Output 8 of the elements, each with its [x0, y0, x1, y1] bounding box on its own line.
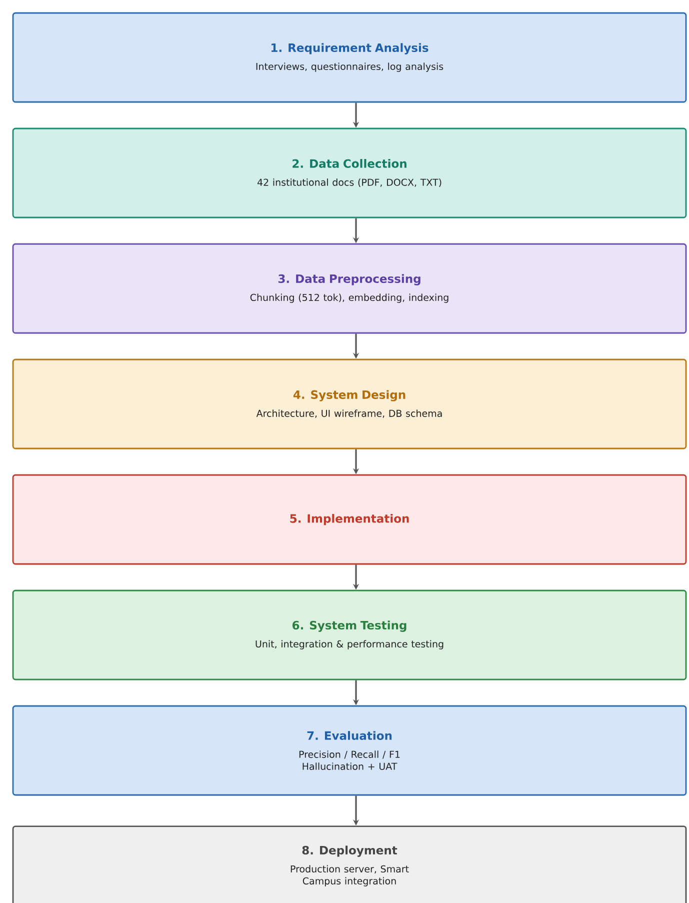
process-box: 1. Requirement Analysis Interviews, questionnaires, log analysis: [12, 12, 687, 103]
process-box: 8. Deployment Production server, Smart Campus integration: [12, 826, 687, 903]
process-box: 7. Evaluation Precision / Recall / F1 Hallucination + UAT: [12, 705, 687, 796]
process-box: 4. System Design Architecture, UI wireframe, DB schema: [12, 358, 687, 450]
process-box: 3. Data Preprocessing Chunking (512 tok), embedding, indexing: [12, 243, 687, 334]
process-box: 5. Implementation: [12, 474, 687, 565]
process-box: 2. Data Collection 42 institutional docs (PDF, DOCX, TXT): [12, 128, 687, 218]
process-box: 6. System Testing Unit, integration & performance testing: [12, 590, 687, 680]
